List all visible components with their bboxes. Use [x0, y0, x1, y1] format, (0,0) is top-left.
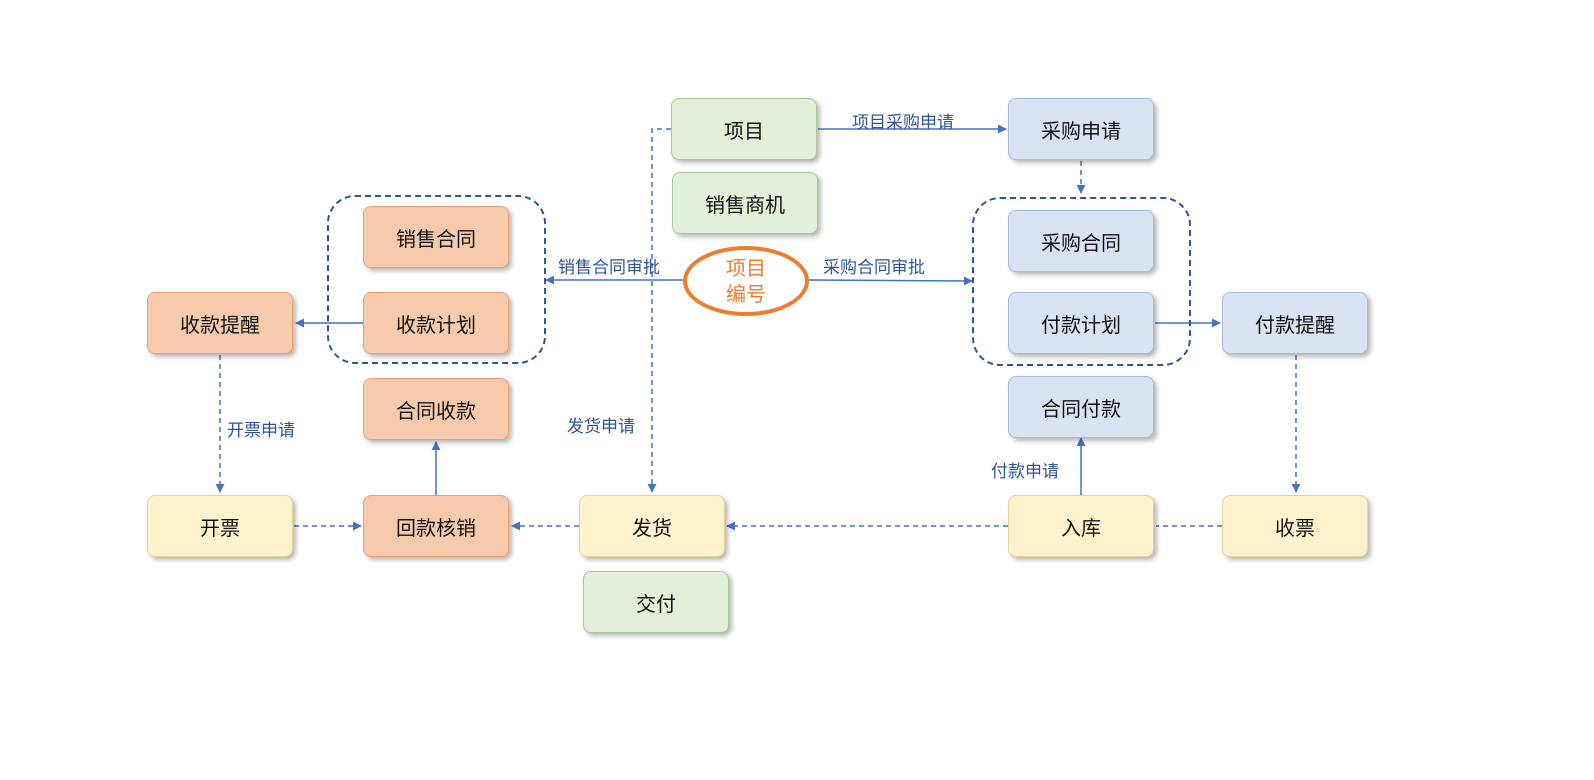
- sales-contract-node[interactable]: 销售合同: [363, 206, 509, 268]
- project-number-line2: 编号: [726, 282, 766, 306]
- collection-plan-node[interactable]: 收款计划: [363, 292, 509, 354]
- label-shipment-request: 发货申请: [567, 417, 635, 437]
- collection-reminder-node[interactable]: 收款提醒: [147, 292, 293, 354]
- sales-opportunity-node[interactable]: 销售商机: [672, 172, 818, 234]
- receive-invoice-node[interactable]: 收票: [1222, 495, 1368, 557]
- contract-payment-node[interactable]: 合同付款: [1008, 376, 1154, 438]
- purchase-contract-group: [972, 197, 1191, 366]
- contract-collection-node[interactable]: 合同收款: [363, 378, 509, 440]
- arrow-center-to-purchase-group: [808, 276, 973, 286]
- project-number-ellipse[interactable]: 项目 编号: [683, 246, 809, 316]
- label-project-purchase-request: 项目采购申请: [852, 113, 954, 133]
- label-invoice-request: 开票申请: [227, 421, 295, 441]
- project-number-line1: 项目: [726, 256, 766, 280]
- payment-writeoff-node[interactable]: 回款核销: [363, 495, 509, 557]
- arrow-project-to-shipment: [647, 128, 671, 493]
- purchase-contract-node[interactable]: 采购合同: [1008, 210, 1154, 272]
- label-payment-request: 付款申请: [991, 462, 1059, 482]
- purchase-request-node[interactable]: 采购申请: [1008, 98, 1154, 160]
- label-sales-contract-approval: 销售合同审批: [558, 258, 660, 278]
- label-purchase-contract-approval: 采购合同审批: [823, 258, 925, 278]
- shipment-node[interactable]: 发货: [579, 495, 725, 557]
- payment-reminder-node[interactable]: 付款提醒: [1222, 292, 1368, 354]
- invoice-node[interactable]: 开票: [147, 495, 293, 557]
- sales-contract-group: [327, 195, 546, 364]
- warehousing-node[interactable]: 入库: [1008, 495, 1154, 557]
- payment-plan-node[interactable]: 付款计划: [1008, 292, 1154, 354]
- delivery-node[interactable]: 交付: [583, 571, 729, 633]
- project-node[interactable]: 项目: [671, 98, 817, 160]
